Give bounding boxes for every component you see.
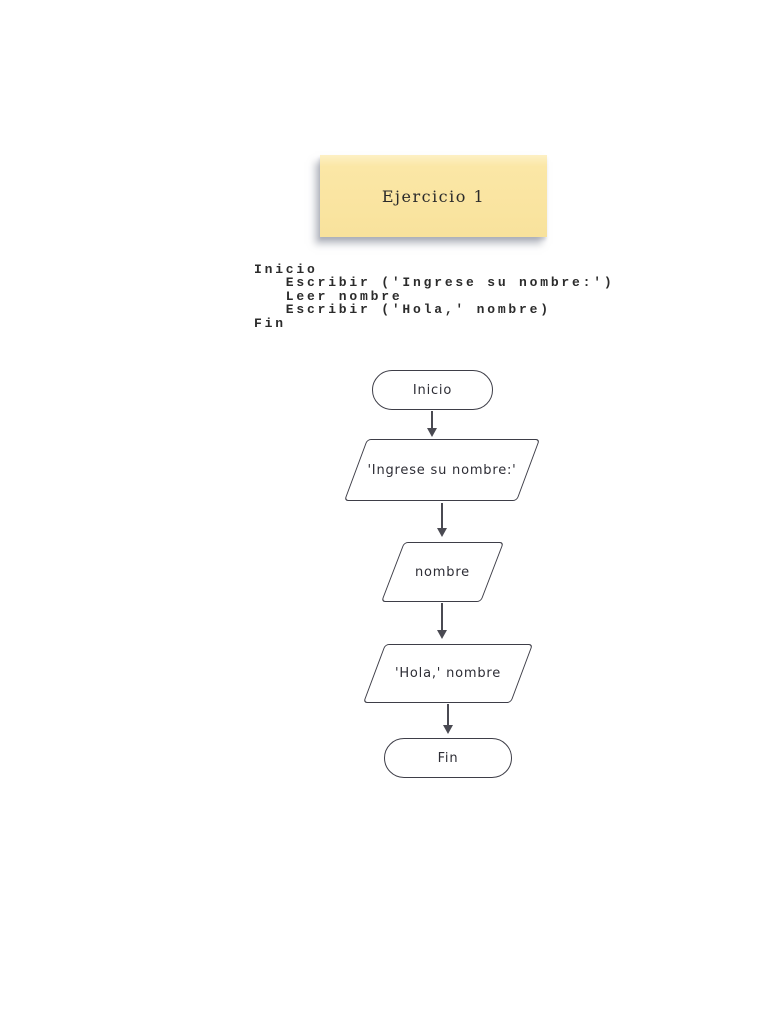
node-end-label: Fin [437, 750, 459, 766]
flow-arrow-1-line [431, 411, 433, 429]
flow-arrow-2-line [441, 503, 443, 529]
flow-arrow-4-line [447, 704, 449, 726]
arrow-down-icon [437, 630, 447, 639]
node-start-label: Inicio [412, 382, 453, 398]
node-start-terminator: Inicio [372, 370, 493, 410]
node-read-parallelogram [381, 542, 505, 602]
arrow-down-icon [437, 528, 447, 537]
arrow-down-icon [443, 725, 453, 734]
sticky-note: Ejercicio 1 [320, 155, 547, 237]
pseudocode-block: Inicio Escribir ('Ingrese su nombre:') L… [254, 262, 615, 331]
node-prompt-parallelogram [344, 439, 541, 501]
arrow-down-icon [427, 428, 437, 437]
flow-arrow-3-line [441, 603, 443, 631]
exercise-title: Ejercicio 1 [381, 186, 486, 206]
node-greet-parallelogram [363, 644, 534, 703]
node-end-terminator: Fin [384, 738, 512, 778]
